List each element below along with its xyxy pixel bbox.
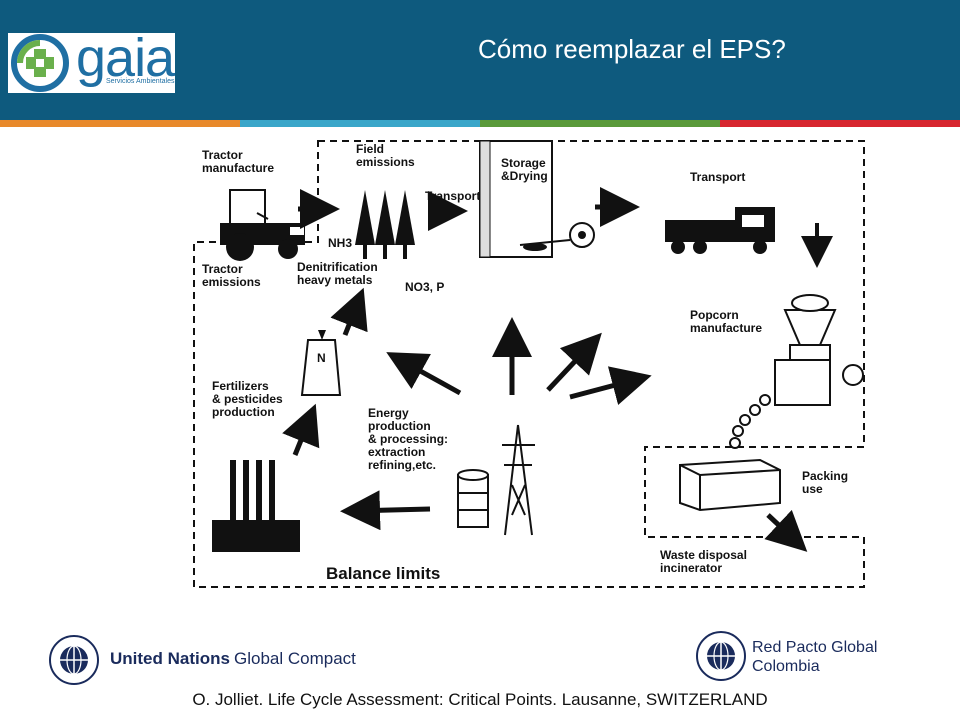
label-transport-1: Transport — [425, 189, 481, 203]
label-fertilizers: Fertilizers & pesticides production — [212, 379, 283, 419]
red-pacto-text: Red Pacto Global Colombia — [752, 639, 878, 675]
label-tractor-manufacture: Tractor manufacture — [202, 148, 275, 175]
un-global-compact-emblem-icon — [49, 635, 99, 685]
trees-icon — [355, 190, 415, 259]
stripe-red — [720, 120, 960, 127]
label-transport-2: Transport — [690, 170, 746, 184]
arrow-factory-fertilizer — [282, 403, 320, 456]
gaia-cross-icon — [11, 34, 69, 92]
label-tractor-emissions: Tractor emissions — [202, 262, 261, 289]
un-text-regular: Global Compact — [234, 649, 356, 668]
arrow-fertilizer-field — [330, 287, 368, 336]
header-bar: gaia Servicios Ambientales Cómo reemplaz… — [0, 0, 960, 120]
stripe-blue — [240, 120, 480, 127]
arrow-energy-factory — [340, 490, 431, 531]
label-balance-limits: Balance limits — [326, 564, 441, 583]
popcorn-machine-icon — [729, 294, 864, 449]
packing-box-icon — [679, 458, 781, 512]
un-text-bold: United Nations — [110, 649, 230, 668]
logo-name: gaia — [76, 28, 175, 88]
logo-tagline: Servicios Ambientales — [106, 78, 175, 85]
label-packing-use: Packing use — [802, 469, 849, 496]
red-pacto-emblem-icon — [696, 631, 746, 681]
label-waste-disposal: Waste disposal incinerator — [660, 548, 747, 575]
label-no3p: NO3, P — [405, 280, 445, 294]
oil-barrel-icon — [457, 469, 489, 528]
gaia-logo: gaia Servicios Ambientales — [8, 28, 175, 93]
life-cycle-diagram: Tractor manufacture Field emissions Stor… — [190, 135, 880, 595]
label-field-emissions: Field emissions — [356, 142, 415, 169]
storage-silo-icon — [479, 140, 595, 258]
truck-icon — [665, 207, 775, 254]
fertilizer-bag-icon — [300, 330, 342, 396]
citation: O. Jolliet. Life Cycle Assessment: Criti… — [192, 690, 768, 709]
diagram-graphics — [193, 140, 865, 588]
label-storage-drying: Storage &Drying — [501, 156, 548, 183]
label-popcorn-manufacture: Popcorn manufacture — [690, 308, 763, 335]
bag-letter: N — [317, 351, 326, 365]
page-title: Cómo reemplazar el EPS? — [478, 34, 786, 64]
label-nh3: NH3 — [328, 236, 353, 250]
label-energy: Energy production & processing: extracti… — [368, 406, 449, 472]
stripe-orange — [0, 120, 240, 127]
factory-icon — [212, 460, 300, 552]
arrow-packing-waste — [764, 509, 808, 552]
energy-radiating-arrows — [386, 317, 652, 405]
tractor-icon — [220, 189, 305, 261]
power-tower-icon — [502, 424, 535, 536]
stripe-green — [480, 120, 720, 127]
label-denitrification: Denitrification heavy metals — [297, 260, 378, 287]
